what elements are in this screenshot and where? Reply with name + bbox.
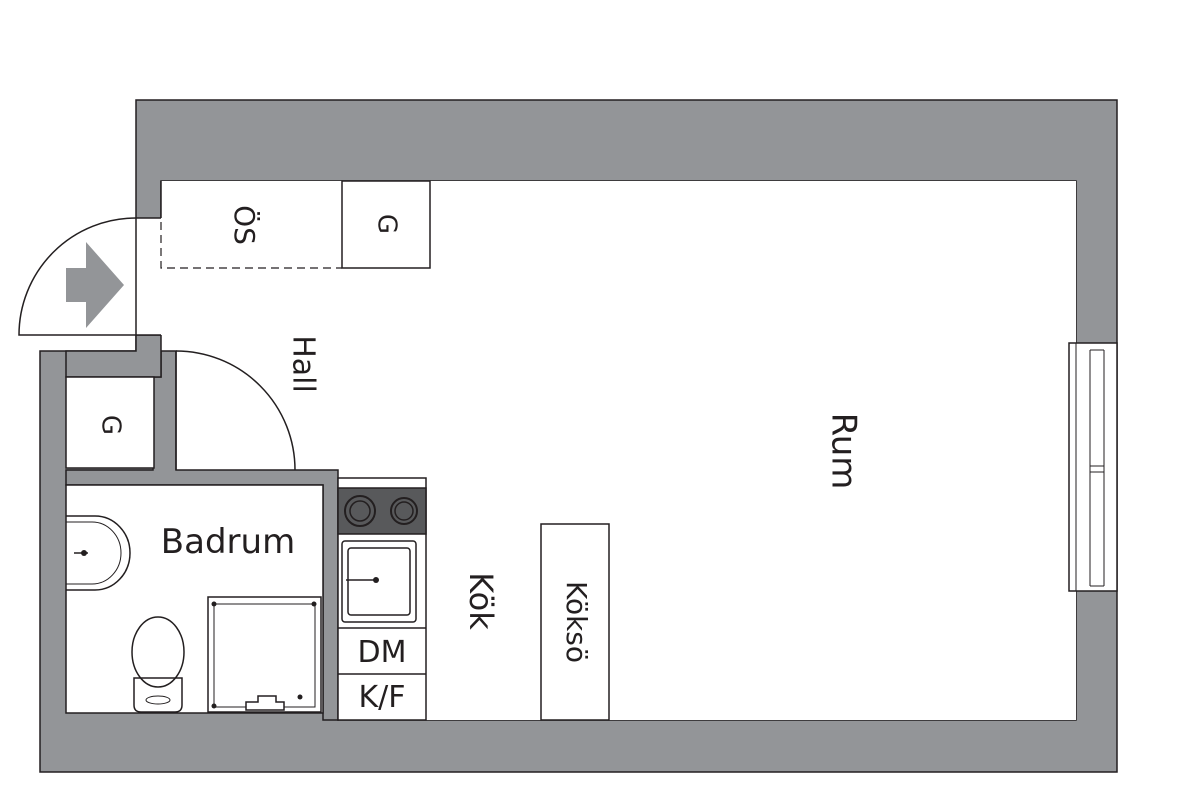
- shower-icon: [207, 596, 322, 713]
- washbasin-icon: [66, 515, 131, 591]
- dishwasher-label: DM: [358, 635, 407, 670]
- window-icon: [1068, 342, 1118, 592]
- door-swing-icon: [18, 217, 137, 336]
- kitchen-island-label: Köksö: [560, 581, 593, 663]
- closet-hall: G: [341, 180, 431, 269]
- room-label-hall: Hall: [286, 335, 321, 393]
- os-label: ÖS: [228, 205, 262, 245]
- stove-icon: [337, 487, 427, 535]
- sink-icon: [341, 540, 417, 623]
- room-label-rum: Rum: [824, 413, 864, 490]
- hall-door-icon: [175, 350, 296, 471]
- closet-entry-label: G: [96, 415, 126, 435]
- hall-area: [176, 351, 338, 470]
- closet-hall-label: G: [372, 214, 402, 234]
- bathroom-room: [65, 484, 324, 714]
- fridge-freezer-label: K/F: [358, 680, 405, 715]
- entry-wall-stub: [65, 334, 162, 378]
- entry-opening: [135, 218, 162, 335]
- kitchen-island: Köksö: [540, 523, 610, 721]
- room-label-badrum: Badrum: [161, 522, 295, 562]
- closet-entry: [65, 376, 155, 469]
- toilet-icon: [131, 616, 185, 713]
- kitchen-counter: DM K/F: [337, 477, 427, 721]
- room-label-kok: Kök: [462, 572, 500, 630]
- oversikt-storage: ÖS: [160, 205, 342, 269]
- entrance-arrow-icon: [66, 242, 124, 328]
